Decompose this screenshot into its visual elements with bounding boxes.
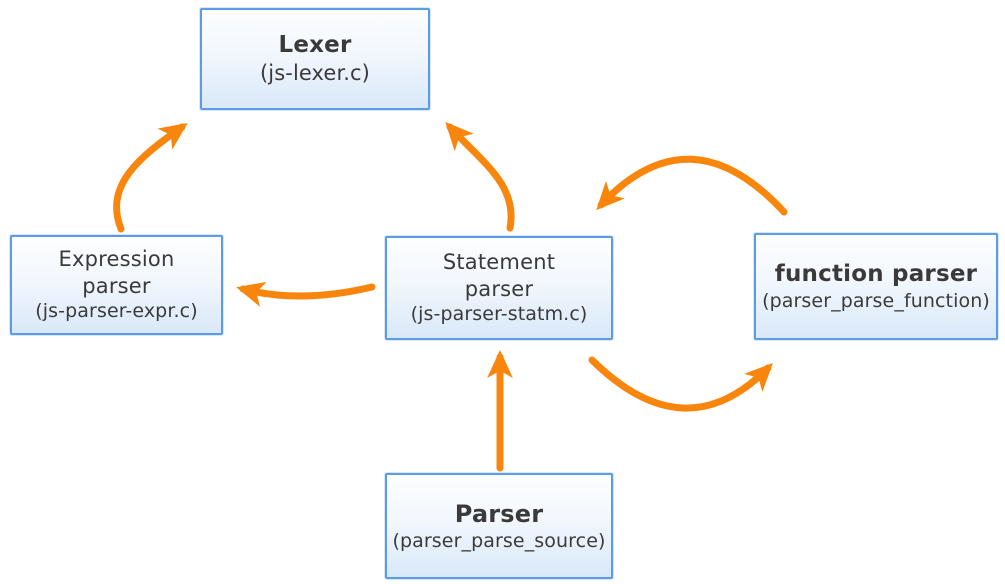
node-statement-parser: Statement parser (js-parser-statm.c) (385, 236, 613, 340)
arrow-statement-parser-to-lexer (445, 121, 515, 232)
node-function-parser-subtitle: (parser_parse_function) (762, 289, 990, 312)
arrow-statement-parser-to-function-parser (588, 356, 773, 412)
node-statement-parser-title: Statement parser (442, 250, 556, 301)
node-statement-parser-subtitle: (js-parser-statm.c) (410, 302, 588, 325)
node-parser-subtitle: (parser_parse_source) (392, 529, 606, 552)
node-function-parser-title: function parser (774, 260, 978, 287)
arrow-statement-parser-to-expression-parser (236, 281, 376, 307)
node-expression-parser-title: Expression parser (58, 247, 175, 298)
node-expression-parser-subtitle: (js-parser-expr.c) (35, 299, 198, 322)
node-lexer-subtitle: (js-lexer.c) (260, 60, 370, 85)
node-lexer: Lexer (js-lexer.c) (200, 8, 430, 110)
node-function-parser: function parser (parser_parse_function) (754, 233, 998, 340)
node-expression-parser: Expression parser (js-parser-expr.c) (10, 235, 223, 335)
node-parser: Parser (parser_parse_source) (385, 473, 613, 579)
node-lexer-title: Lexer (278, 31, 352, 58)
arrow-function-parser-to-statement-parser (596, 155, 788, 216)
node-parser-title: Parser (454, 499, 544, 528)
arrow-expression-parser-to-lexer (113, 122, 188, 233)
